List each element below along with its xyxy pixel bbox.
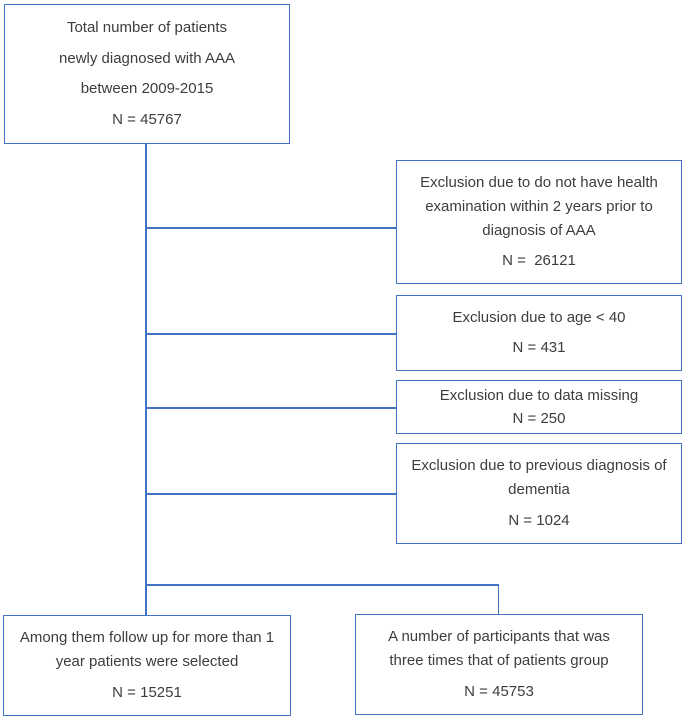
source-n-count: N = 45767 xyxy=(112,111,182,129)
outcome-text: A number of participants that was three … xyxy=(388,628,610,670)
source-line: between 2009-2015 xyxy=(80,80,214,98)
outcome-n-count: N = 45753 xyxy=(464,682,534,700)
exclusion-text: Exclusion due to previous diagnosis of d… xyxy=(411,457,667,499)
outcome-box-control-group: A number of participants that was three … xyxy=(355,614,643,715)
exclusion-n-count: N = 26121 xyxy=(502,252,576,269)
exclusion-n-count: N = 250 xyxy=(512,409,566,427)
outcome-box-patients-selected: Among them follow up for more than 1 yea… xyxy=(3,615,291,716)
connector-drop-right xyxy=(497,584,499,614)
connector-trunk xyxy=(145,144,147,585)
connector-branch-4 xyxy=(145,493,396,495)
outcome-text: Among them follow up for more than 1 yea… xyxy=(19,629,275,671)
exclusion-box-data-missing: Exclusion due to data missing N = 250 xyxy=(396,380,682,434)
connector-branch-2 xyxy=(145,333,396,335)
exclusion-box-dementia: Exclusion due to previous diagnosis of d… xyxy=(396,443,682,544)
source-line: newly diagnosed with AAA xyxy=(59,49,235,67)
source-population-box: Total number of patients newly diagnosed… xyxy=(4,4,290,144)
exclusion-n-count: N = 431 xyxy=(512,339,566,356)
exclusion-box-age: Exclusion due to age < 40 N = 431 xyxy=(396,295,682,371)
exclusion-n-count: N = 1024 xyxy=(508,511,570,529)
exclusion-box-health-exam: Exclusion due to do not have health exam… xyxy=(396,160,682,284)
connector-branch-1 xyxy=(145,227,396,229)
connector-split xyxy=(145,584,499,586)
exclusion-text: Exclusion due to data missing xyxy=(439,386,639,404)
connector-drop-left xyxy=(145,584,147,615)
connector-branch-3 xyxy=(145,407,396,409)
exclusion-text: Exclusion due to do not have health exam… xyxy=(420,174,658,239)
outcome-n-count: N = 15251 xyxy=(112,683,182,701)
source-line: Total number of patients xyxy=(66,18,228,36)
exclusion-text: Exclusion due to age < 40 xyxy=(452,309,626,326)
